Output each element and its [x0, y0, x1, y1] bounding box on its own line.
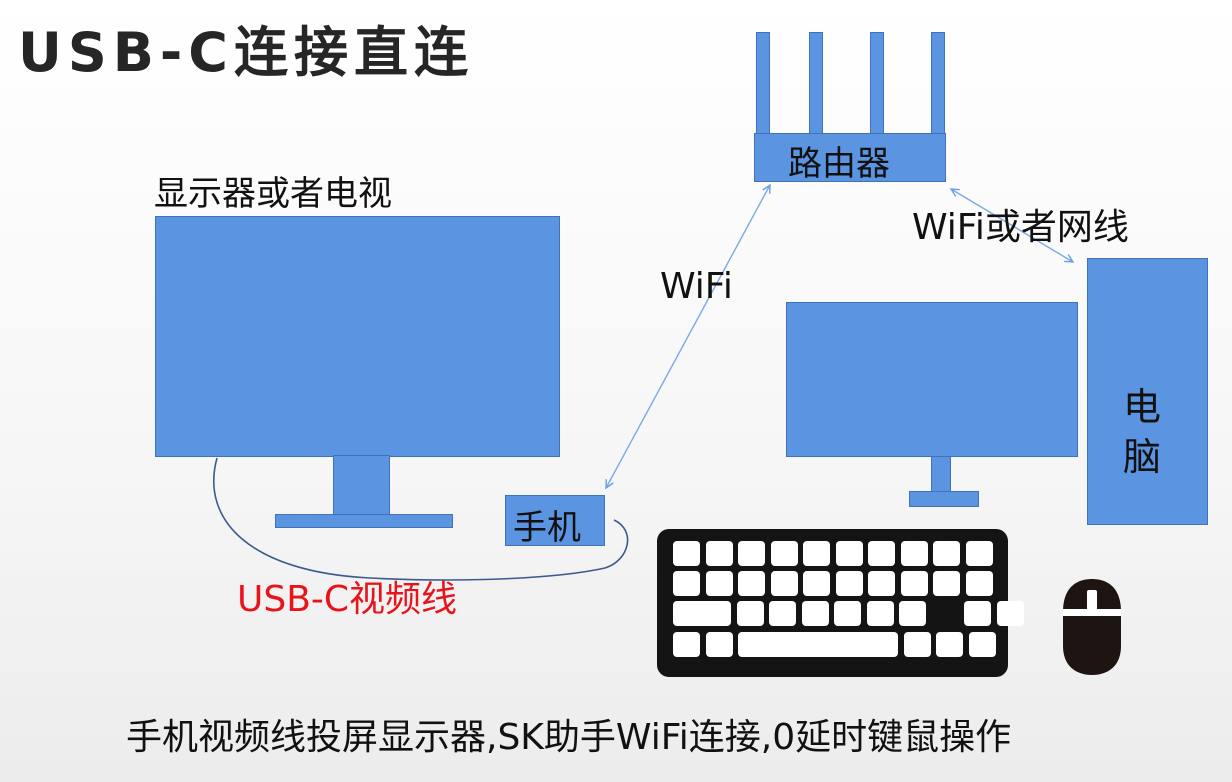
router-body	[754, 133, 946, 182]
usb-c-cable	[212, 457, 629, 581]
pc-monitor-base	[909, 491, 979, 507]
wifi-arrow-router-computer	[951, 189, 1073, 262]
keyboard-key	[770, 541, 798, 566]
phone-device	[505, 495, 605, 546]
keyboard-key	[936, 632, 963, 657]
keyboard-key	[705, 541, 733, 566]
keyboard-key	[968, 632, 996, 657]
keyboard-key	[673, 571, 700, 596]
keyboard-icon	[657, 529, 1024, 677]
keyboard-key	[900, 571, 928, 596]
keyboard-key	[835, 571, 863, 596]
keyboard-key	[673, 601, 731, 626]
keyboard-key	[866, 601, 894, 626]
keyboard-key	[803, 571, 830, 596]
wifi-label: WiFi	[660, 266, 733, 307]
keyboard-key	[834, 601, 861, 626]
keyboard-key	[801, 601, 829, 626]
keyboard-key	[965, 541, 993, 566]
keyboard-key	[705, 571, 733, 596]
monitor-screen	[155, 216, 560, 457]
keyboard-key	[964, 601, 991, 626]
pc-tower-label-top: 电	[1123, 385, 1162, 429]
keyboard-key	[868, 541, 895, 566]
keyboard-key	[933, 541, 960, 566]
keyboard-key	[803, 541, 830, 566]
usb-cable-label: USB-C视频线	[237, 579, 458, 620]
pc-tower	[1087, 258, 1208, 525]
keyboard-key	[769, 601, 796, 626]
monitor-stand-neck	[333, 455, 390, 515]
router-antenna	[931, 32, 945, 136]
keyboard-key	[965, 571, 993, 596]
keyboard-key	[673, 632, 700, 657]
router-label: 路由器	[788, 144, 890, 184]
keyboard-key	[738, 571, 765, 596]
keyboard-key	[933, 571, 960, 596]
keyboard-key	[705, 632, 733, 657]
phone-label: 手机	[513, 508, 581, 548]
caption: 手机视频线投屏显示器,SK助手WiFi连接,0延时键鼠操作	[126, 717, 1012, 758]
router-antenna	[756, 32, 770, 136]
keyboard-key	[899, 601, 926, 626]
keyboard-key	[996, 601, 1024, 626]
wifi-arrow-phone-router	[606, 185, 770, 488]
mouse-icon	[1063, 579, 1121, 675]
router-antenna	[809, 32, 823, 136]
keyboard-key	[903, 632, 931, 657]
wifi-or-cable-label: WiFi或者网线	[912, 207, 1129, 248]
keyboard-key	[900, 541, 928, 566]
keyboard-key	[673, 541, 700, 566]
pc-monitor-screen	[786, 302, 1078, 457]
monitor-stand-base	[275, 514, 453, 528]
keyboard-key	[736, 601, 764, 626]
keyboard-key	[738, 632, 898, 657]
monitor-label: 显示器或者电视	[154, 174, 392, 214]
page-title: USB-C连接直连	[18, 21, 474, 84]
keyboard-key	[931, 601, 959, 626]
keyboard-key	[738, 541, 765, 566]
keyboard-key	[770, 571, 798, 596]
router-antenna	[870, 32, 884, 136]
pc-monitor-neck	[931, 456, 951, 492]
pc-tower-label-bottom: 脑	[1123, 435, 1162, 479]
router-device: 路由器	[754, 32, 946, 184]
keyboard-key	[868, 571, 895, 596]
keyboard-key	[835, 541, 863, 566]
